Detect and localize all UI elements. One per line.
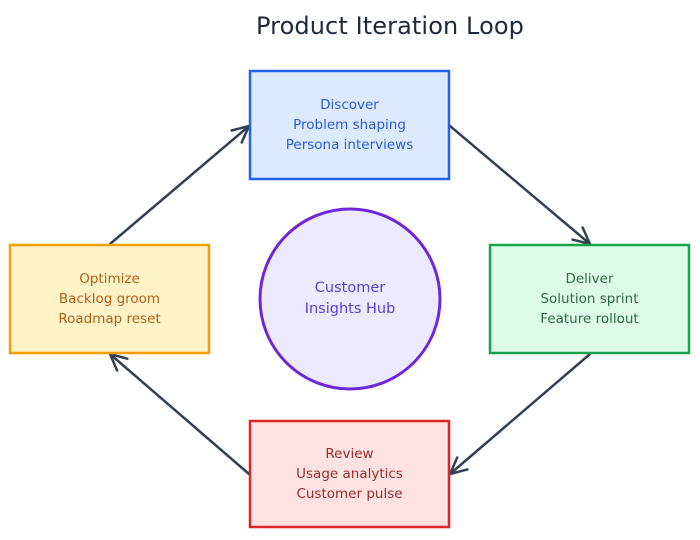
edge-deliver-to-review <box>448 352 592 476</box>
node-deliver-box[interactable] <box>488 243 691 355</box>
edge-line <box>108 352 251 476</box>
edge-line <box>108 124 251 246</box>
node-detail: Usage analytics <box>296 466 403 482</box>
node-detail: Solution sprint <box>540 291 639 307</box>
edge-line <box>448 124 592 246</box>
node-detail: Feature rollout <box>540 311 639 327</box>
edge-optimize-to-discover <box>108 124 251 246</box>
node-optimize-box[interactable] <box>8 243 211 355</box>
node-detail: Persona interviews <box>285 137 414 153</box>
edge-review-to-optimize <box>108 352 251 476</box>
node-detail: Roadmap reset <box>58 311 161 327</box>
node-title: Optimize <box>79 271 140 287</box>
diagram-title: Product Iteration Loop <box>256 12 524 40</box>
node-detail: Customer pulse <box>296 486 403 502</box>
edge-discover-to-deliver <box>448 124 592 246</box>
hub-circle[interactable] <box>258 207 442 391</box>
nodes-layer <box>8 69 691 529</box>
node-title: Review <box>325 446 374 462</box>
hub-label-line: Insights Hub <box>304 301 396 317</box>
node-discover-box[interactable] <box>248 69 451 181</box>
node-detail: Backlog groom <box>58 291 161 307</box>
hub-label-line: Customer <box>314 280 386 296</box>
node-review-box[interactable] <box>248 419 451 529</box>
node-title: Deliver <box>565 271 614 287</box>
node-title: Discover <box>320 97 379 113</box>
node-detail: Problem shaping <box>293 117 406 133</box>
edges-layer <box>108 124 592 476</box>
edge-line <box>448 352 592 476</box>
